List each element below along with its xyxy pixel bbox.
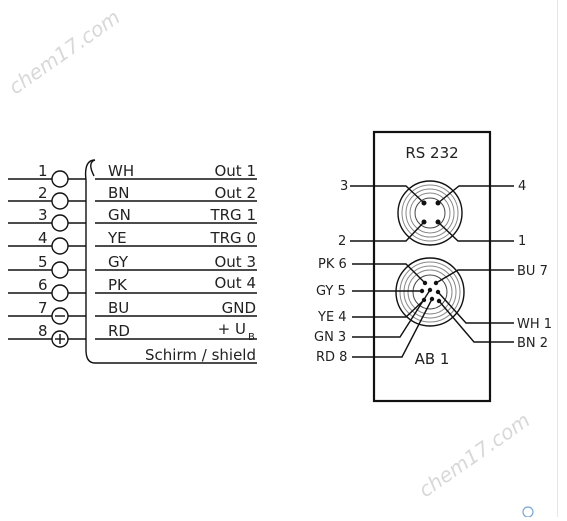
signal-label-1: Out 1 xyxy=(214,162,256,180)
terminal-row-4 xyxy=(8,237,257,255)
terminal-pin-7: 7 xyxy=(38,299,48,317)
signal-label-6: Out 4 xyxy=(214,274,256,292)
watermark-top: chem17.com xyxy=(4,5,124,99)
terminal-row-6 xyxy=(8,284,257,302)
terminal-pin-8: 8 xyxy=(38,322,48,340)
terminal-block xyxy=(8,159,257,364)
cable-shield-top xyxy=(90,159,96,177)
ab1-label-bu7: BU 7 xyxy=(517,264,548,279)
rs232-pin-3: 3 xyxy=(340,179,348,194)
terminal-row-7 xyxy=(8,307,257,325)
signal-label-5: Out 3 xyxy=(214,253,256,271)
wire-color-3: GN xyxy=(108,206,131,224)
ab1-label-gy5: GY 5 xyxy=(316,284,346,299)
signal-label-4: TRG 0 xyxy=(209,229,256,247)
ab1-label-pk6: PK 6 xyxy=(318,257,347,272)
terminal-pin-4: 4 xyxy=(38,229,48,247)
ab1-label-wh1: WH 1 xyxy=(517,317,552,332)
signal-label-8: + U xyxy=(218,320,246,338)
wire-color-5: GY xyxy=(108,253,129,271)
terminal-pin-2: 2 xyxy=(38,184,48,202)
signal-label-8-subscript: B xyxy=(248,332,255,343)
rs232-pin-4: 4 xyxy=(518,179,526,194)
wire-color-2: BN xyxy=(108,184,130,202)
rs232-pin-1: 1 xyxy=(518,234,526,249)
terminal-row-5 xyxy=(8,261,257,279)
wire-color-6: PK xyxy=(108,276,128,294)
signal-label-2: Out 2 xyxy=(214,184,256,202)
terminal-row-1 xyxy=(8,170,257,188)
terminal-pin-3: 3 xyxy=(38,206,48,224)
terminal-pin-1: 1 xyxy=(38,162,48,180)
signal-label-7: GND xyxy=(222,299,256,317)
terminal-row-8 xyxy=(8,330,257,348)
ab1-connector-icon xyxy=(352,257,514,358)
shield-label: Schirm / shield xyxy=(145,346,256,364)
ab1-label-gn3: GN 3 xyxy=(314,330,346,345)
rs232-title: RS 232 xyxy=(405,144,458,162)
cable-shield-bracket xyxy=(84,159,257,364)
rs232-pin-2: 2 xyxy=(338,234,346,249)
signal-label-3: TRG 1 xyxy=(209,206,256,224)
wire-color-1: WH xyxy=(108,162,134,180)
ab1-label-bn2: BN 2 xyxy=(517,336,548,351)
wire-color-7: BU xyxy=(108,299,129,317)
corner-badge-icon xyxy=(522,506,534,518)
wire-color-8: RD xyxy=(108,322,130,340)
ab1-title: AB 1 xyxy=(415,350,450,368)
rs232-connector-icon xyxy=(350,180,514,246)
watermark-bottom: chem17.com xyxy=(414,408,534,502)
terminal-pin-5: 5 xyxy=(38,253,48,271)
terminal-row-3 xyxy=(8,214,257,232)
terminal-pin-6: 6 xyxy=(38,276,48,294)
ab1-label-ye4: YE 4 xyxy=(317,310,347,325)
terminal-row-2 xyxy=(8,192,257,210)
wire-color-4: YE xyxy=(107,229,127,247)
page-edge-divider xyxy=(557,0,558,517)
ab1-label-rd8: RD 8 xyxy=(316,350,347,365)
